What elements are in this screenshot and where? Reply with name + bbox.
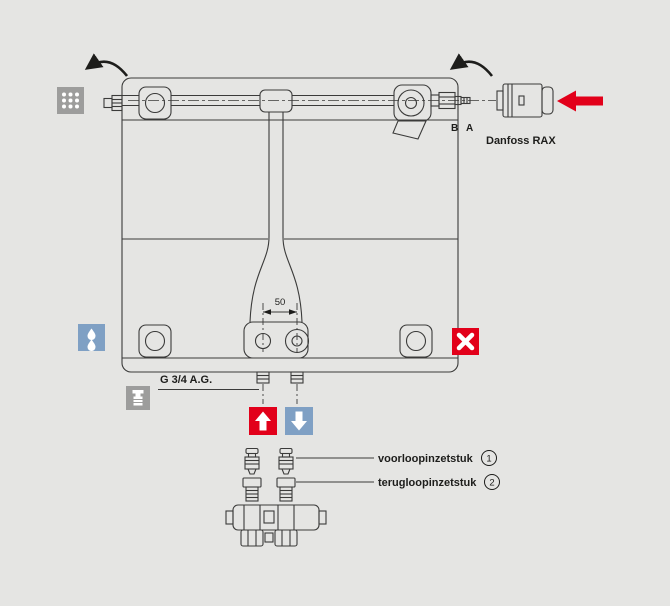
valve-inserts-drawing (225, 447, 327, 547)
legend-number-1: 1 (486, 454, 491, 465)
legend-label-1: voorloopinzetstuk (378, 453, 474, 465)
bracket-bottom-right (399, 324, 433, 358)
tee-fitting (259, 89, 293, 113)
dimension-50: 50 (262, 297, 298, 352)
flow-return-down-icon (285, 407, 313, 435)
port-label-a: A (466, 123, 473, 134)
radiator-outline (121, 77, 459, 373)
port-label-b: B (451, 123, 458, 134)
grip-pattern-icon (57, 87, 84, 114)
legend-label-2: terugloopinzetstuk (378, 477, 477, 489)
thread-size-callout: G 3/4 A.G. (158, 374, 259, 390)
thermostat-head-drawing (496, 83, 554, 118)
supply-insert-part (244, 447, 260, 475)
bracket-top-left (138, 86, 172, 120)
grip-icon-dots (62, 92, 79, 109)
legend: voorloopinzetstuk 1 terugloopinzetstuk 2 (296, 450, 500, 490)
insert-adapter-left (242, 477, 262, 502)
valve-block (225, 504, 327, 547)
mount-direction-arrow-icon (557, 90, 603, 112)
top-pipe (122, 89, 496, 113)
rotate-ccw-right-arrow-icon (449, 53, 494, 77)
wrong-position-x-icon (452, 328, 479, 355)
air-vent-drops-icon (78, 324, 105, 351)
thermostat-label: Danfoss RAX (486, 135, 556, 147)
thread-size-label: G 3/4 A.G. (160, 374, 212, 386)
valve-insert-icon (126, 386, 150, 410)
legend-number-circle-2 (484, 474, 500, 490)
rotate-ccw-left-arrow-icon (84, 53, 129, 77)
flow-supply-up-icon (249, 407, 277, 435)
center-distance-label: 50 (275, 297, 286, 308)
bracket-bottom-left (138, 324, 172, 358)
legend-number-2: 2 (489, 478, 494, 489)
legend-number-circle-1 (481, 450, 497, 466)
valve-assembly-drawing (392, 84, 471, 140)
return-insert-part (278, 447, 294, 475)
insert-adapter-right (276, 477, 296, 502)
